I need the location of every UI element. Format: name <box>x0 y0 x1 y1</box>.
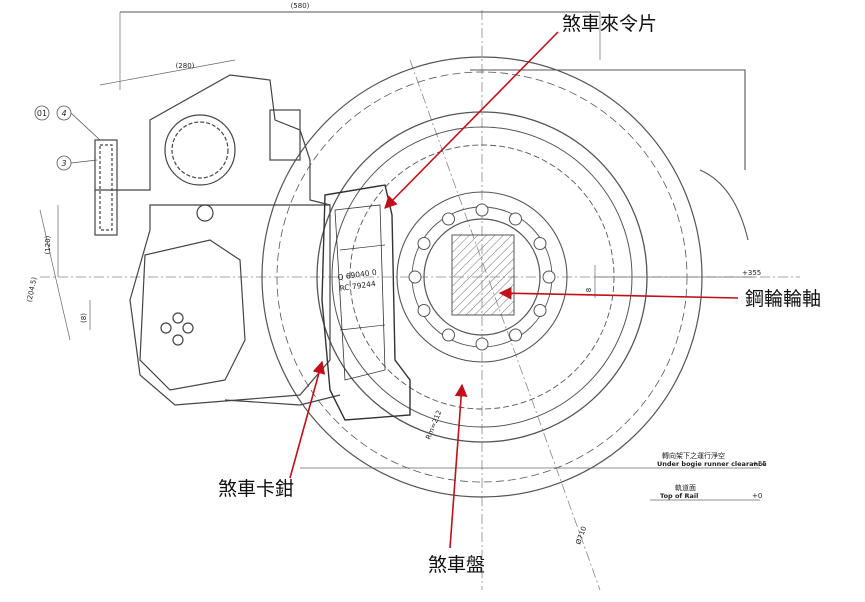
hub-bolt <box>542 270 556 284</box>
hub-bolt <box>475 337 489 351</box>
bogie-frame <box>120 11 749 241</box>
hub-bolt <box>533 304 547 317</box>
hub-bolt <box>509 212 522 226</box>
hub-bolt <box>533 237 547 250</box>
level-plus-0: +0 <box>752 492 762 500</box>
hub-bolt <box>442 212 455 226</box>
axle-hub <box>408 203 556 351</box>
dimension-8-left: (8) <box>80 313 88 323</box>
dimension-580: (580) <box>291 2 310 10</box>
callout-4-text: 4 <box>61 109 66 118</box>
clearance-note-en: Under bogie runner clearance <box>657 460 767 468</box>
rail-note-en: Top of Rail <box>660 492 698 500</box>
hub-bolt <box>417 304 431 317</box>
callout-3-text: 3 <box>61 159 66 168</box>
brake-caliper <box>94 74 341 406</box>
brake-caliper-label: 煞車卡鉗 <box>218 478 295 500</box>
dimension-280: (280) <box>176 62 195 70</box>
hub-bolt <box>417 237 431 250</box>
hub-bolt <box>475 203 489 217</box>
dimension-120: (120) <box>44 235 52 254</box>
hub-bolt <box>408 270 422 284</box>
center-lines <box>40 10 800 591</box>
dimension-204-5: (204.5) <box>25 276 38 303</box>
clearance-note-zh: 轉向架下之運行淨空 <box>662 451 725 460</box>
level-plus-55: +55 <box>752 460 767 468</box>
brake-pad-label: 煞車來令片 <box>562 13 658 35</box>
disc-arrow <box>449 383 468 549</box>
callout-01-text: 01 <box>37 109 47 118</box>
level-plus-355: +355 <box>742 269 761 277</box>
dimension-8-right: 8 <box>585 288 593 292</box>
radius-rm-212: Rm=212 <box>424 409 443 441</box>
item-callouts <box>34 105 101 171</box>
rail-note-zh: 軌道面 <box>675 483 696 492</box>
caliper-arrow <box>289 360 326 479</box>
wheel-axle-label: 鋼輪輪軸 <box>745 288 822 310</box>
hub-bolt <box>509 328 522 342</box>
brake-pad <box>321 184 411 421</box>
brake-disc-label: 煞車盤 <box>428 554 486 576</box>
axle-arrow <box>498 286 739 300</box>
diameter-710: Ø710 <box>574 525 588 545</box>
hub-bolt <box>442 328 455 342</box>
callout-arrows <box>289 31 739 549</box>
pad-arrow <box>384 31 559 209</box>
dimension-lines <box>39 12 760 501</box>
